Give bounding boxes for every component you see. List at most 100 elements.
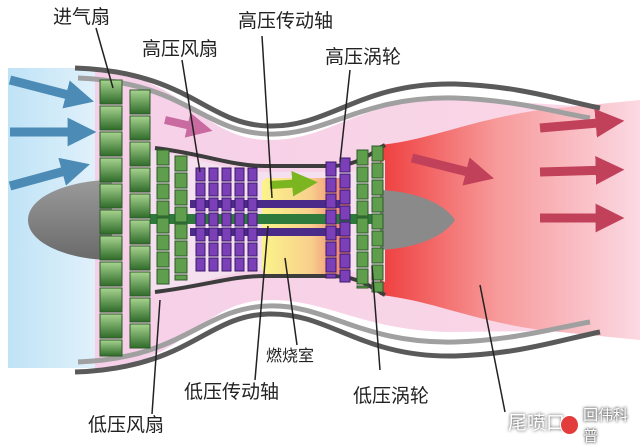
- hp-compressor-blade: [247, 167, 258, 182]
- high-pressure-shaft-lower: [190, 228, 340, 236]
- lp-turbine-blade: [356, 166, 369, 183]
- lp-turbine-blade: [371, 196, 384, 213]
- intake-arrows: [8, 75, 97, 191]
- lp-fan-blade: [129, 297, 151, 323]
- leader-nozzle: [479, 284, 506, 413]
- hp-compressor-blade: [208, 227, 219, 242]
- hp-turbine-blade: [325, 225, 337, 241]
- hp-turbine-blade: [339, 253, 351, 269]
- inlet-fan-blade: [99, 313, 123, 339]
- hp-turbine-blade: [325, 161, 337, 177]
- leader-hp-turbine: [339, 69, 351, 163]
- inlet-fan-blade: [99, 209, 123, 235]
- lp-turbine-blade: [371, 145, 384, 162]
- hp-compressor-blade: [195, 257, 206, 272]
- bypass-arrows: [164, 112, 213, 138]
- lp-fan-blade: [129, 193, 151, 219]
- label-nozzle: 尾喷口: [508, 412, 566, 434]
- nacelle-lower-inner: [77, 303, 591, 365]
- label-combustor: 燃烧室: [266, 346, 315, 365]
- bypass-arrow: [164, 112, 213, 138]
- hp-compressor-blade: [247, 212, 258, 227]
- lp-fan-blade: [129, 323, 151, 349]
- inlet-fan-blade: [99, 131, 123, 157]
- hp-compressor-blade: [221, 182, 232, 197]
- leader-hp-compressor: [181, 59, 201, 173]
- intake-arrow: [8, 75, 94, 109]
- lp-compressor-blade: [156, 217, 170, 234]
- label-hp-compressor: 高压风扇: [142, 38, 219, 60]
- hp-compressor-blade: [208, 167, 219, 182]
- lp-turbine-blade: [371, 213, 384, 230]
- leader-lp-fan: [151, 299, 161, 415]
- hp-compressor-blade: [234, 257, 245, 272]
- hp-compressor-blade: [234, 212, 245, 227]
- lp-compressor-blade: [156, 166, 170, 183]
- hp-compressor-blade: [221, 197, 232, 212]
- hp-turbine-blade: [339, 157, 351, 173]
- lp-turbine-blade: [371, 230, 384, 247]
- hp-turbine-blade: [339, 173, 351, 189]
- lp-fan-blade: [129, 245, 151, 271]
- blade-groups: [99, 79, 384, 357]
- label-inlet-fan: 进气扇: [53, 6, 111, 28]
- lp-fan-blade: [129, 271, 151, 297]
- exhaust-arrows: [410, 108, 625, 233]
- lp-compressor-blade: [174, 223, 188, 240]
- exhaust-arrow: [539, 108, 625, 138]
- inlet-fan-blade: [99, 235, 123, 261]
- leader-lp-shaft: [254, 225, 269, 381]
- inlet-fan-blade: [99, 339, 123, 357]
- label-lp-shaft: 低压传动轴: [184, 381, 280, 403]
- lp-compressor-blade: [156, 268, 170, 285]
- inlet-fan-blade: [99, 183, 123, 209]
- label-hp-turbine: 高压涡轮: [325, 46, 402, 68]
- lp-compressor-blade: [174, 189, 188, 206]
- hp-compressor-blade: [195, 167, 206, 182]
- hp-compressor-blade: [195, 227, 206, 242]
- hp-compressor-blade: [234, 197, 245, 212]
- exhaust-arrow: [539, 156, 625, 185]
- hp-turbine-blade: [325, 273, 337, 279]
- label-lp-fan: 低压风扇: [88, 414, 165, 436]
- hp-compressor-blade: [247, 242, 258, 257]
- nacelle-upper-outer: [74, 65, 601, 129]
- hp-compressor-blade: [221, 167, 232, 182]
- hp-turbine-blade: [325, 209, 337, 225]
- front-spinner: [28, 180, 112, 260]
- nacelle-upper-inner: [77, 75, 591, 137]
- hp-compressor-blade: [221, 212, 232, 227]
- hp-compressor-blade: [208, 197, 219, 212]
- lp-turbine-blade: [356, 251, 369, 268]
- high-pressure-shaft: [190, 200, 340, 208]
- hp-turbine-blade: [339, 189, 351, 205]
- lp-turbine-blade: [356, 234, 369, 251]
- hp-compressor-blade: [221, 227, 232, 242]
- hp-compressor-blade: [208, 257, 219, 272]
- hp-turbine-blade: [325, 177, 337, 193]
- hp-turbine-blade: [325, 257, 337, 273]
- inlet-fan-blade: [99, 157, 123, 183]
- hp-compressor-blade: [234, 242, 245, 257]
- hp-compressor-blade: [221, 242, 232, 257]
- hp-turbine-blade: [339, 221, 351, 237]
- lp-turbine-blade: [371, 247, 384, 264]
- hp-compressor-blade: [234, 227, 245, 242]
- leader-combustor: [284, 257, 298, 346]
- lp-compressor-blade: [174, 155, 188, 172]
- lp-fan-blade: [129, 219, 151, 245]
- intake-arrow: [8, 157, 90, 191]
- combustion-glow: [262, 178, 350, 274]
- lp-compressor-blade: [174, 240, 188, 257]
- lp-turbine-blade: [356, 200, 369, 217]
- inlet-fan-blade: [99, 261, 123, 287]
- watermark-logo-icon: [560, 415, 580, 435]
- hp-compressor-blade: [195, 212, 206, 227]
- lp-compressor-blade: [156, 183, 170, 200]
- hp-turbine-blade: [339, 205, 351, 221]
- lp-turbine-blade: [356, 217, 369, 234]
- lp-fan-blade: [129, 115, 151, 141]
- hp-turbine-blade: [325, 241, 337, 257]
